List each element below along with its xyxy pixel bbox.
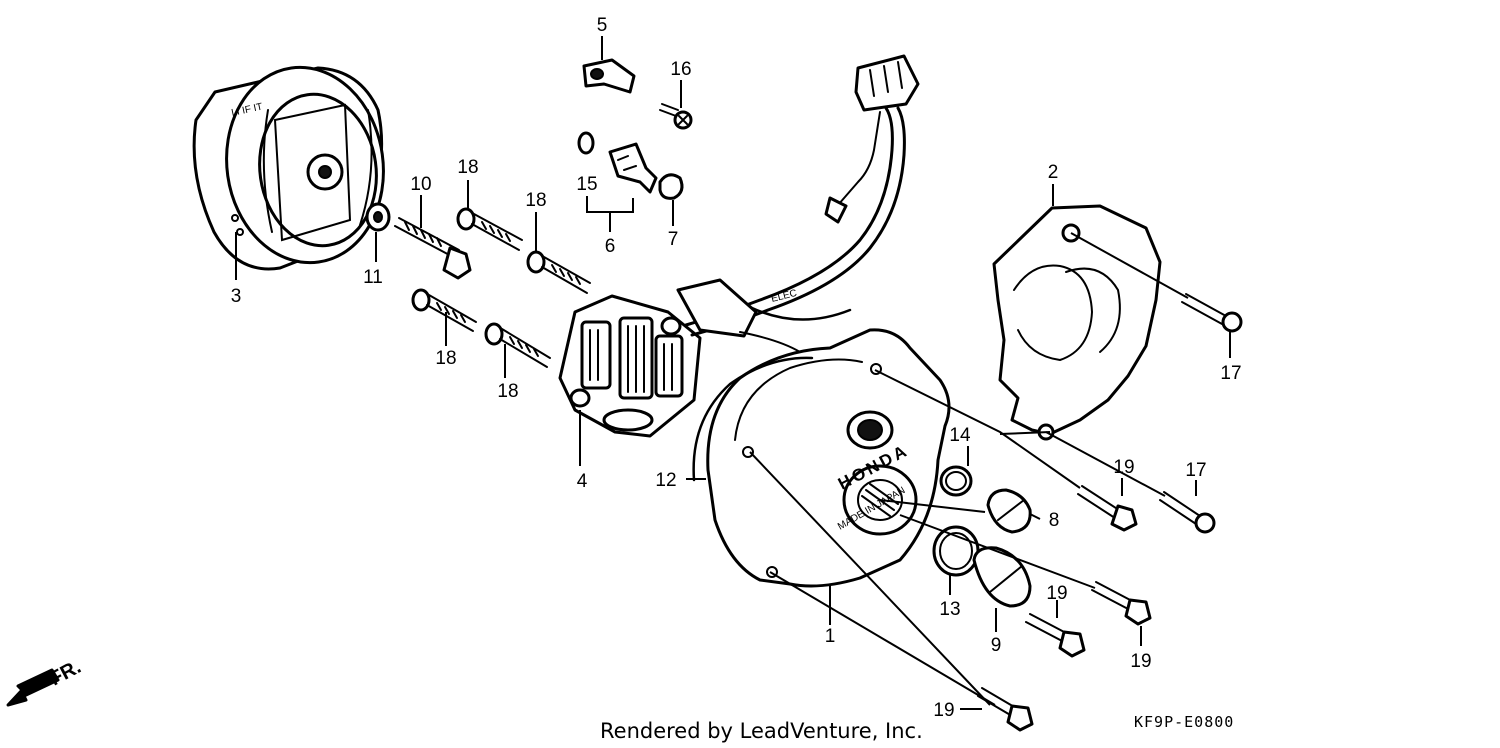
callout-6: 6	[605, 236, 616, 257]
clip	[658, 173, 684, 200]
render-credit: Rendered by LeadVenture, Inc.	[600, 719, 923, 743]
sprocket-cover-bolt-lower	[1159, 491, 1216, 534]
callout-8: 8	[1049, 510, 1060, 531]
stator-screw-lower-left	[411, 288, 477, 332]
harness-print: ELEC	[770, 288, 798, 305]
cover-bolt-far	[1077, 485, 1138, 532]
rotor-bolt	[394, 217, 472, 280]
callout-17-lower: 17	[1185, 460, 1206, 481]
callout-17-upper: 17	[1220, 363, 1241, 384]
cover-bolt-mid-right	[1091, 581, 1152, 626]
crankshaft-hole-cap	[972, 546, 1032, 608]
clamp-screw	[659, 103, 693, 130]
callout-leaders	[235, 36, 1231, 710]
callout-10: 10	[410, 174, 431, 195]
flywheel-rotor: I I IF IT	[192, 65, 385, 271]
callout-labels: 5 16 15 6 7 18 18 10 11 3 18 18 4 12 1 2…	[231, 15, 1242, 721]
callout-12: 12	[655, 470, 676, 491]
left-crankcase-cover: HONDA MADE IN JAPAN	[706, 328, 951, 588]
callout-2: 2	[1048, 162, 1059, 183]
callout-9: 9	[991, 635, 1002, 656]
stator-screw-upper-left	[456, 207, 523, 251]
diagram-code: KF9P-E0800	[1134, 713, 1234, 731]
callout-19-right-top: 19	[1113, 457, 1134, 478]
front-indicator-label: FR.	[46, 656, 85, 691]
front-direction-arrow: FR.	[6, 656, 85, 707]
callout-15: 15	[576, 174, 597, 195]
callout-19-right-bottom: 19	[1130, 651, 1151, 672]
neutral-switch-assembly	[608, 142, 658, 194]
callout-19-mid: 19	[1046, 583, 1067, 604]
stator-screw-upper-right	[526, 250, 591, 294]
callout-18-bottom-right: 18	[497, 381, 518, 402]
callout-13: 13	[939, 599, 960, 620]
callout-18-top-left: 18	[457, 157, 478, 178]
stator-wiring-harness: ELEC	[676, 54, 920, 353]
callout-5: 5	[597, 15, 608, 36]
callout-16: 16	[670, 59, 691, 80]
cover-bolt-mid	[1025, 613, 1086, 658]
callout-7: 7	[668, 229, 679, 250]
callout-3: 3	[231, 286, 242, 307]
cover-bolt-bottom	[977, 687, 1034, 732]
sprocket-cover-bolt	[1181, 293, 1243, 333]
washer	[365, 202, 391, 232]
o-ring-small	[577, 131, 595, 155]
callout-19-bottom: 19	[933, 700, 954, 721]
o-ring-crank-cap	[932, 525, 980, 577]
stator-screw-lower-right	[484, 322, 551, 368]
o-ring-check-cap	[939, 465, 973, 497]
drive-sprocket-cover	[992, 204, 1162, 441]
callout-18-bottom-left: 18	[435, 348, 456, 369]
callout-1: 1	[825, 626, 836, 647]
cover-gasket	[692, 356, 814, 482]
callout-11: 11	[363, 267, 383, 288]
wire-clamp	[582, 58, 636, 94]
callout-14: 14	[949, 425, 971, 446]
assembly-lines	[749, 232, 1189, 706]
timing-hole-cap	[986, 488, 1032, 534]
callout-18-top-right: 18	[525, 190, 546, 211]
callout-4: 4	[577, 471, 588, 492]
stator-coil-assembly	[558, 294, 702, 438]
